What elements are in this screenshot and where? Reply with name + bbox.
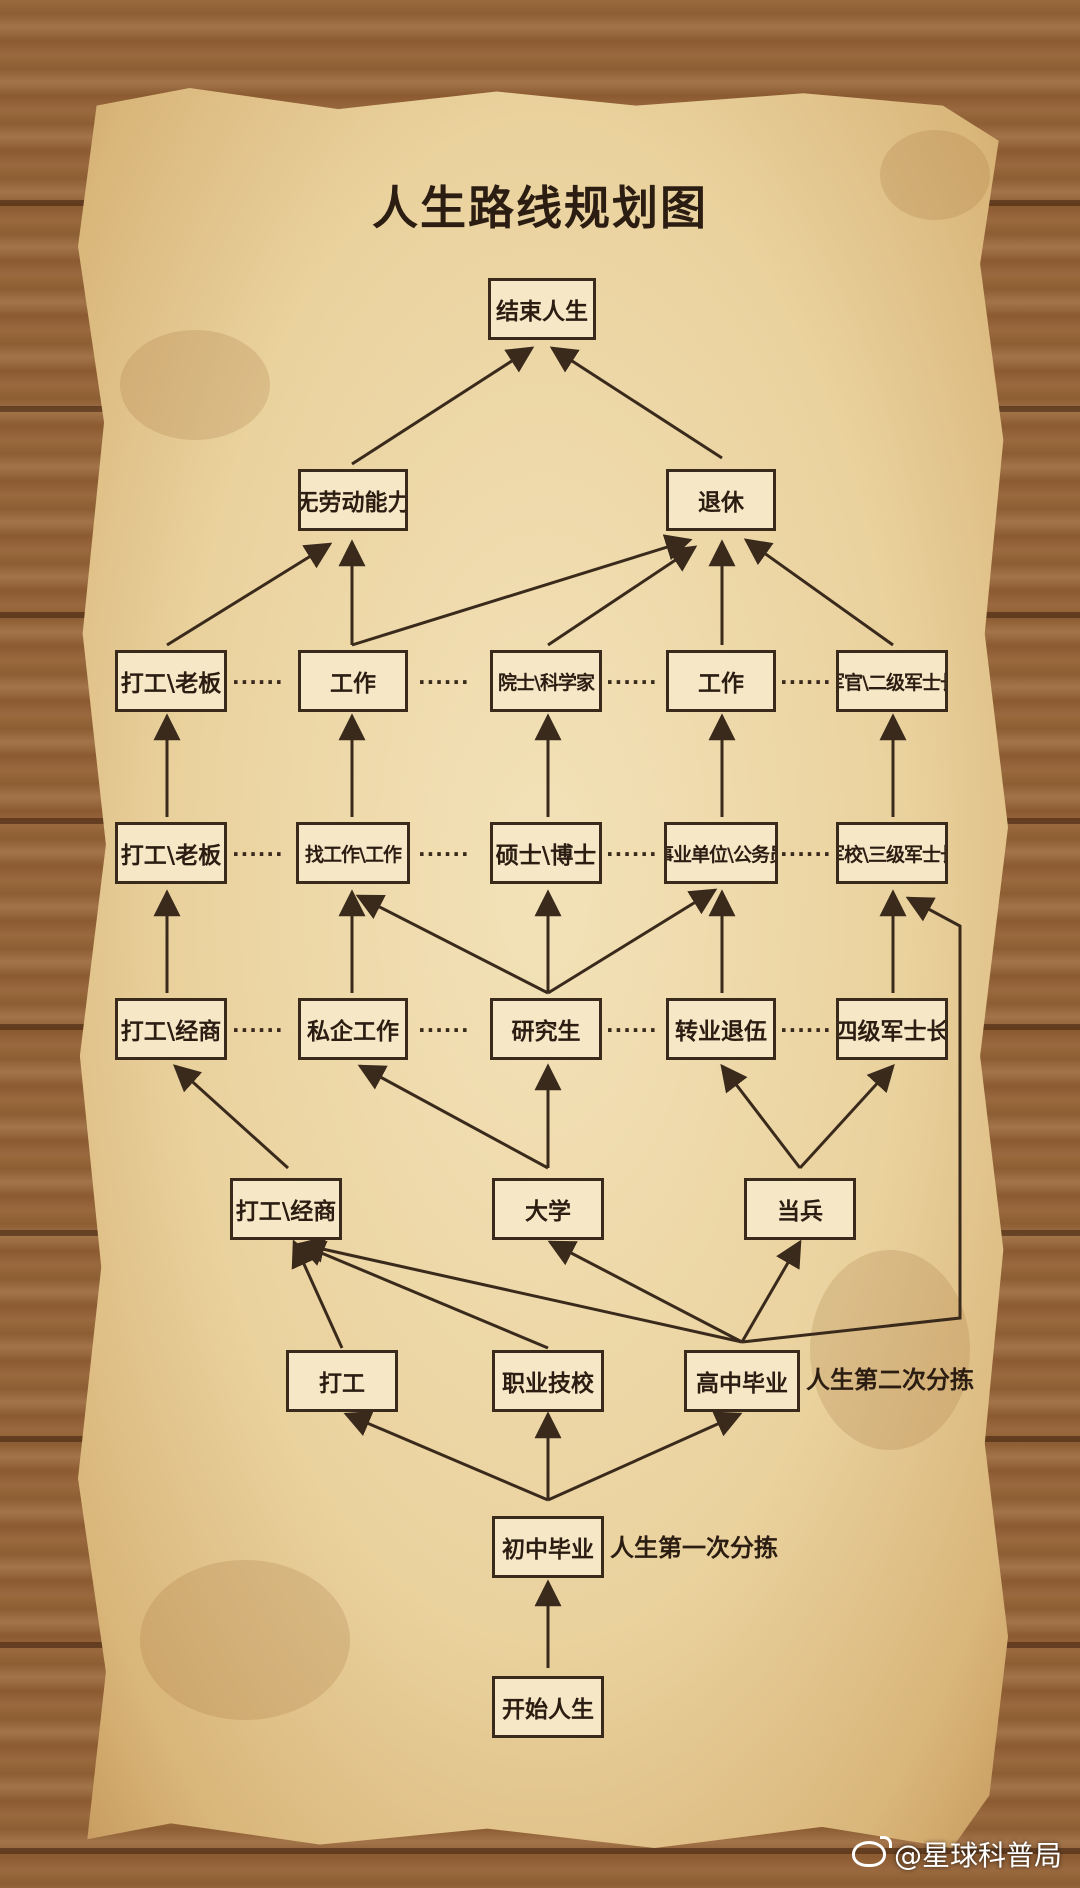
node-r3-worker-business: 打工\经商 [115, 998, 227, 1060]
node-r4-master-phd: 硕士\博士 [490, 822, 602, 884]
node-r5-work-b: 工作 [666, 650, 776, 712]
node-r1-vocational: 职业技校 [492, 1350, 604, 1412]
watermark: @星球科普局 [851, 1834, 1062, 1874]
arrow [357, 1064, 549, 1170]
arrow [351, 534, 693, 647]
node-r2-soldier: 当兵 [744, 1178, 856, 1240]
arrow [547, 1411, 743, 1502]
node-no-labor-ability: 无劳动能力 [298, 469, 408, 531]
dotted-separator: ······ [418, 1018, 470, 1042]
node-r5-worker-boss: 打工\老板 [115, 650, 227, 712]
arrow [549, 346, 723, 460]
dotted-separator: ······ [780, 842, 832, 866]
arrow [547, 888, 718, 995]
dotted-separator: ······ [232, 1018, 284, 1042]
dotted-separator: ······ [606, 842, 658, 866]
dotted-separator: ······ [780, 670, 832, 694]
arrow [740, 1239, 802, 1343]
node-junior-high: 初中毕业 [492, 1516, 604, 1578]
arrow [743, 538, 894, 647]
node-r4-find-job: 找工作\工作 [296, 822, 410, 884]
stain [810, 1250, 970, 1450]
diagram-title: 人生路线规划图 [372, 181, 708, 235]
node-r5-officer: 军官\二级军士长 [836, 650, 948, 712]
node-r4-worker-boss: 打工\老板 [115, 822, 227, 884]
arrow [343, 1411, 549, 1502]
node-r2-university: 大学 [492, 1178, 604, 1240]
note-second-sort: 人生第二次分拣 [806, 1366, 974, 1394]
stain [120, 330, 270, 440]
arrow [547, 545, 698, 647]
arrow [798, 1064, 895, 1170]
node-r2-worker-business: 打工\经商 [230, 1178, 342, 1240]
stain [880, 130, 990, 220]
dotted-separator: ······ [232, 670, 284, 694]
stain [140, 1560, 350, 1720]
node-start-life: 开始人生 [492, 1676, 604, 1738]
node-r5-work-a: 工作 [298, 650, 408, 712]
arrow [297, 1240, 549, 1350]
node-end-life: 结束人生 [488, 278, 596, 340]
dotted-separator: ······ [232, 842, 284, 866]
node-retire: 退休 [666, 469, 776, 531]
node-r3-graduate: 研究生 [490, 998, 602, 1060]
note-first-sort: 人生第一次分拣 [610, 1534, 778, 1562]
dotted-separator: ······ [606, 670, 658, 694]
arrow [166, 542, 333, 647]
node-r4-military-school: 军校\三级军士长 [836, 822, 948, 884]
node-r4-public-institution: 事业单位\公务员 [664, 822, 778, 884]
dotted-separator: ······ [780, 1018, 832, 1042]
arrow [741, 896, 962, 1344]
node-r3-civilian: 转业退伍 [666, 998, 776, 1060]
node-r3-private-company: 私企工作 [298, 998, 408, 1060]
arrow [547, 1240, 743, 1344]
arrow [172, 1064, 290, 1170]
node-r1-work: 打工 [286, 1350, 398, 1412]
arrow [355, 894, 549, 995]
weibo-icon [851, 1836, 892, 1867]
dotted-separator: ······ [418, 670, 470, 694]
arrow [297, 1236, 743, 1344]
watermark-text: @星球科普局 [893, 1839, 1062, 1872]
node-r5-academician: 院士\科学家 [490, 650, 602, 712]
arrow [351, 346, 535, 466]
dotted-separator: ······ [418, 842, 470, 866]
dotted-separator: ······ [606, 1018, 658, 1042]
node-r1-high-school: 高中毕业 [684, 1350, 800, 1412]
arrow [720, 1063, 802, 1169]
node-r3-sergeant4: 四级军士长 [836, 998, 948, 1060]
